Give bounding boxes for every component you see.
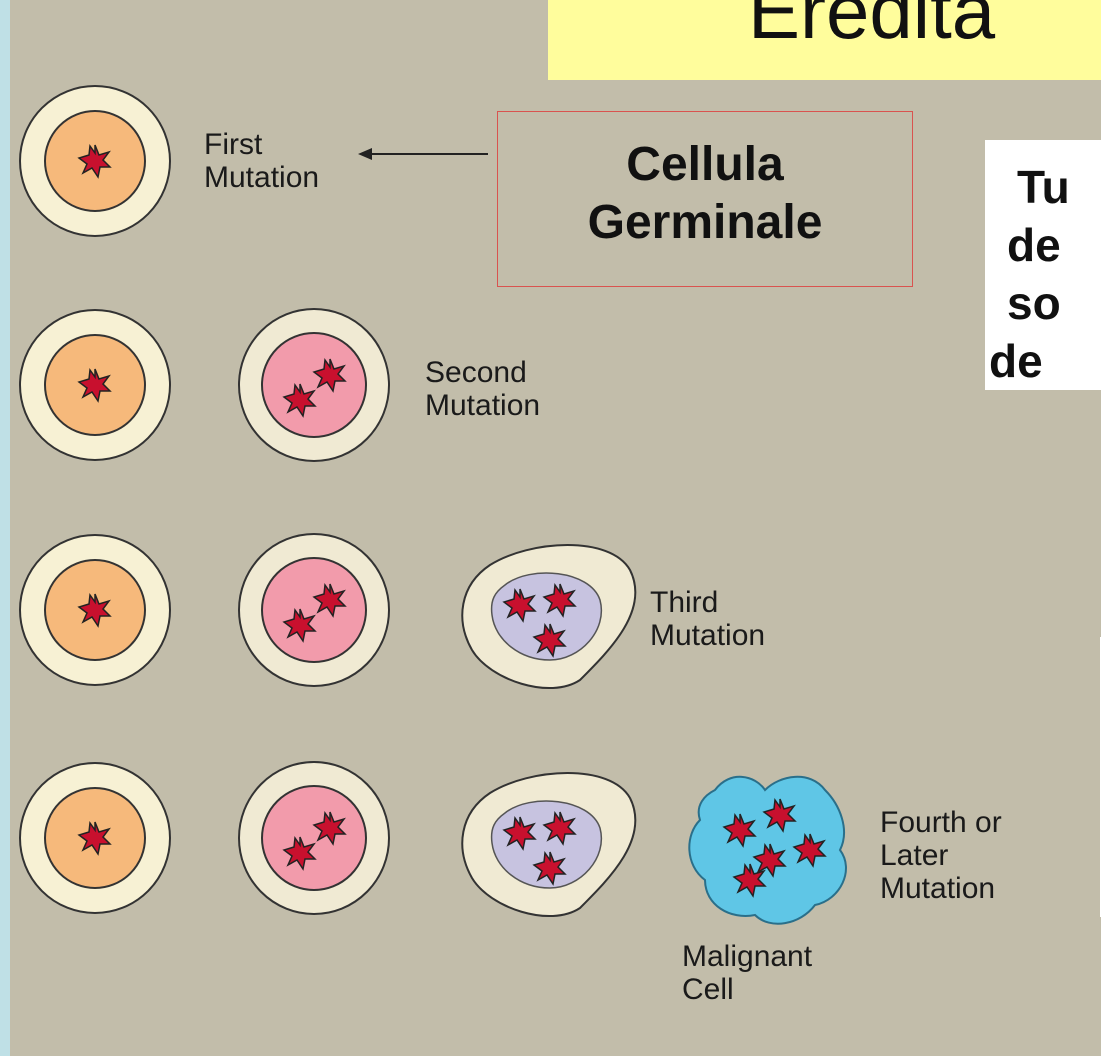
- cell-row2-col2: [239, 309, 389, 461]
- cell-row4-col3: [462, 773, 635, 916]
- label-line: First: [204, 128, 319, 161]
- cell-row2-col1: [20, 310, 170, 460]
- cell-row3-col2: [239, 534, 389, 686]
- label-line: Fourth or: [880, 806, 1002, 839]
- arrow-germ-to-first: [358, 148, 488, 160]
- label-first-mutation: First Mutation: [204, 128, 319, 194]
- label-line: Mutation: [204, 161, 319, 194]
- label-malignant-cell: Malignant Cell: [682, 940, 812, 1006]
- label-third-mutation: Third Mutation: [650, 586, 765, 652]
- cell-row4-col2: [239, 762, 389, 914]
- germinal-line2: Germinale: [498, 194, 912, 252]
- cell-row3-col1: [20, 535, 170, 685]
- label-line: Second: [425, 356, 540, 389]
- page-title: Eredita: [748, 0, 995, 57]
- label-fourth-mutation: Fourth or Later Mutation: [880, 806, 1002, 905]
- cell-malignant: [689, 777, 846, 924]
- title-box: Eredita: [548, 0, 1101, 80]
- label-line: Mutation: [880, 872, 1002, 905]
- germinal-cell-text: Cellula Germinale: [498, 136, 912, 252]
- label-line: Mutation: [650, 619, 765, 652]
- cell-row1-col1: [20, 86, 170, 236]
- label-line: Cell: [682, 973, 812, 1006]
- side-text-box: Tu de so de: [985, 140, 1101, 390]
- cell-row4-col1: [20, 763, 170, 913]
- side-text-line: so: [1007, 276, 1061, 330]
- label-line: Mutation: [425, 389, 540, 422]
- germinal-cell-box: Cellula Germinale: [497, 111, 913, 287]
- cell-row3-col3: [462, 545, 635, 688]
- germinal-line1: Cellula: [498, 136, 912, 194]
- label-line: Malignant: [682, 940, 812, 973]
- side-text-line: de: [1007, 218, 1061, 272]
- diagram-panel: Eredita Cellula Germinale Tu de so de Fi…: [10, 0, 1101, 1056]
- side-text-line: de: [989, 334, 1043, 388]
- side-text-line: Tu: [1017, 160, 1070, 214]
- label-line: Later: [880, 839, 1002, 872]
- label-line: Third: [650, 586, 765, 619]
- label-second-mutation: Second Mutation: [425, 356, 540, 422]
